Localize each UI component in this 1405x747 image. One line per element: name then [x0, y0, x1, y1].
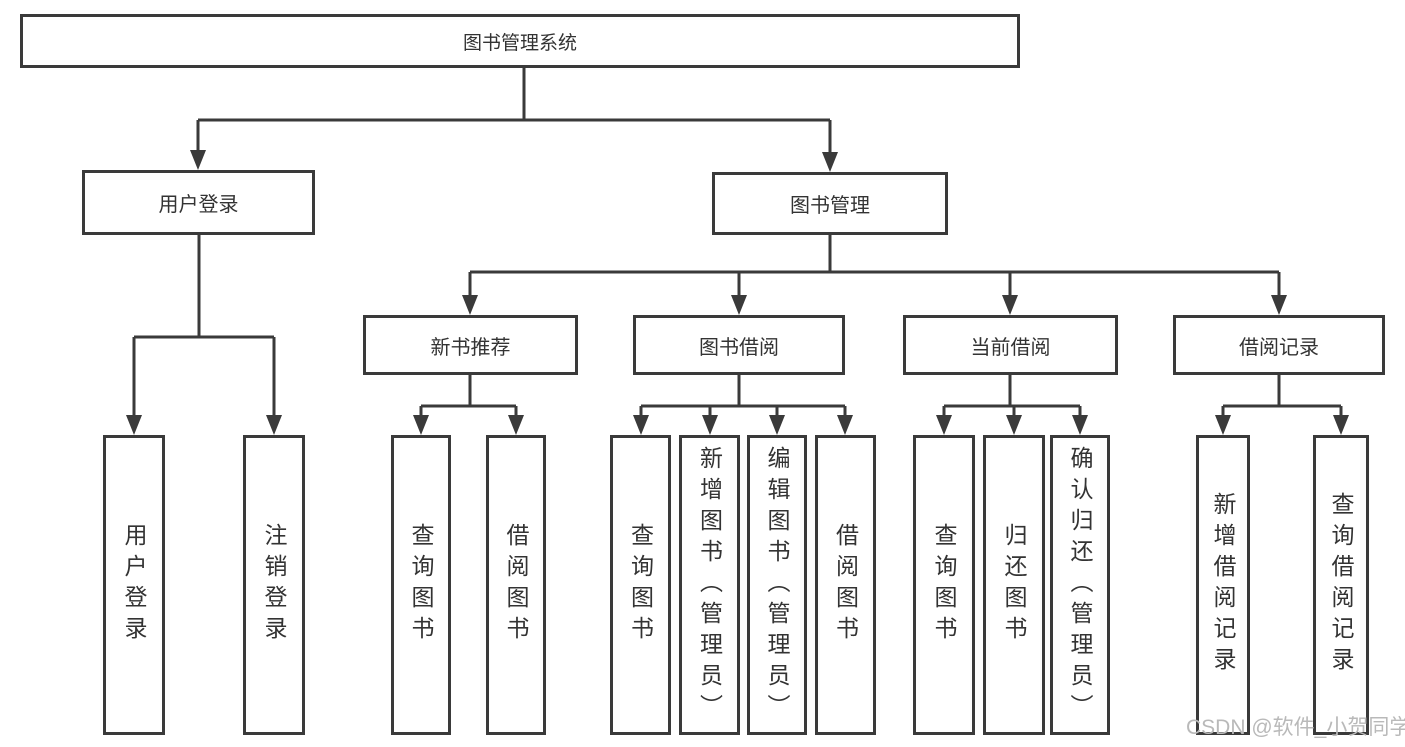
leaf-bb-borrow-books: 借阅图书 — [815, 435, 876, 735]
leaf-bb-add-books-admin: 新增图书（管理员） — [679, 435, 740, 735]
arrow-leaf-login — [126, 415, 142, 435]
arrow-cb-query — [936, 415, 952, 435]
leaf-cb-return-books: 归还图书 — [983, 435, 1045, 735]
arrow-book-management — [822, 152, 838, 172]
arrow-user-login — [190, 150, 206, 170]
leaf-nb-query-books-label: 查询图书 — [408, 523, 434, 647]
leaf-cb-return-books-label: 归还图书 — [1001, 523, 1027, 647]
node-new-book-recommend: 新书推荐 — [363, 315, 578, 375]
leaf-nb-borrow-books-label: 借阅图书 — [503, 523, 529, 647]
arrow-cb-confirm — [1072, 415, 1088, 435]
leaf-br-add-record-label: 新增借阅记录 — [1210, 492, 1236, 678]
leaf-user-login: 用户登录 — [103, 435, 165, 735]
arrow-br-query — [1333, 415, 1349, 435]
arrow-nb-borrow — [508, 415, 524, 435]
leaf-br-query-record: 查询借阅记录 — [1313, 435, 1369, 735]
leaf-logout: 注销登录 — [243, 435, 305, 735]
leaf-bb-borrow-books-label: 借阅图书 — [832, 523, 859, 647]
arrowheads — [126, 150, 1349, 435]
node-user-login: 用户登录 — [82, 170, 315, 235]
leaf-cb-query-books: 查询图书 — [913, 435, 975, 735]
csdn-watermark: CSDN @软件_小贺同学 — [1186, 716, 1405, 739]
leaf-bb-edit-books-admin-label: 编辑图书（管理员） — [764, 445, 790, 725]
leaf-bb-query-books-label: 查询图书 — [627, 523, 654, 647]
node-borrow-records: 借阅记录 — [1173, 315, 1385, 375]
node-borrow-records-label: 借阅记录 — [1239, 336, 1319, 359]
arrow-br-add — [1215, 415, 1231, 435]
leaf-bb-add-books-admin-label: 新增图书（管理员） — [696, 445, 723, 725]
leaf-cb-confirm-return-admin: 确认归还（管理员） — [1050, 435, 1110, 735]
leaf-nb-borrow-books: 借阅图书 — [486, 435, 546, 735]
node-book-management: 图书管理 — [712, 172, 948, 235]
node-current-borrow-label: 当前借阅 — [970, 336, 1051, 359]
leaf-nb-query-books: 查询图书 — [391, 435, 451, 735]
arrow-nb-query — [413, 415, 429, 435]
arrow-bb-query — [633, 415, 649, 435]
leaf-cb-confirm-return-admin-label: 确认归还（管理员） — [1067, 445, 1093, 725]
node-book-management-label: 图书管理 — [790, 195, 870, 217]
node-book-borrow-label: 图书借阅 — [699, 336, 779, 359]
arrow-leaf-logout — [266, 415, 282, 435]
node-new-book-recommend-label: 新书推荐 — [430, 336, 511, 359]
arrow-bb-borrow — [837, 415, 853, 435]
node-current-borrow: 当前借阅 — [903, 315, 1118, 375]
arrow-borrow-records — [1271, 295, 1287, 315]
arrow-cb-return — [1006, 415, 1022, 435]
leaf-bb-edit-books-admin: 编辑图书（管理员） — [747, 435, 807, 735]
leaf-logout-label: 注销登录 — [261, 523, 287, 647]
arrow-new-book — [462, 295, 478, 315]
node-book-borrow: 图书借阅 — [633, 315, 845, 375]
arrow-bb-add — [702, 415, 718, 435]
node-root-label: 图书管理系统 — [462, 32, 577, 54]
arrow-book-borrow — [731, 295, 747, 315]
leaf-cb-query-books-label: 查询图书 — [931, 523, 957, 647]
leaf-bb-query-books: 查询图书 — [610, 435, 671, 735]
arrow-bb-edit — [769, 415, 785, 435]
node-root-system: 图书管理系统 — [20, 14, 1020, 68]
leaf-user-login-label: 用户登录 — [121, 523, 147, 647]
leaf-br-add-record: 新增借阅记录 — [1196, 435, 1250, 735]
node-user-login-label: 用户登录 — [158, 194, 239, 216]
leaf-br-query-record-label: 查询借阅记录 — [1328, 492, 1354, 678]
arrow-current-borrow — [1002, 295, 1018, 315]
